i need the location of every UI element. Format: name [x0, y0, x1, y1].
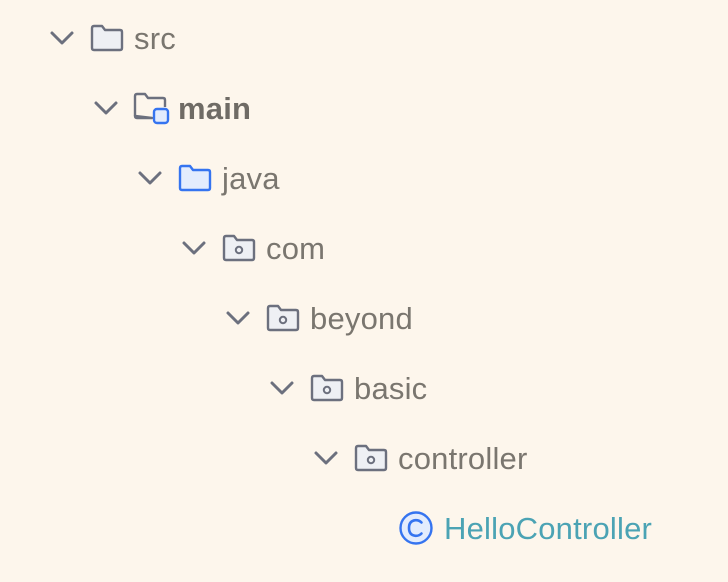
tree-node-basic[interactable]: basic: [0, 366, 427, 410]
chevron-down-icon[interactable]: [92, 94, 120, 122]
chevron-down-icon[interactable]: [136, 164, 164, 192]
tree-node-label: controller: [398, 440, 528, 476]
chevron-down-icon[interactable]: [180, 234, 208, 262]
tree-node-src[interactable]: src: [0, 16, 176, 60]
chevron-down-icon[interactable]: [224, 304, 252, 332]
tree-node-label: com: [266, 230, 326, 266]
tree-node-com[interactable]: com: [0, 226, 325, 270]
package-folder-icon: [264, 301, 302, 335]
package-folder-icon: [352, 441, 390, 475]
tree-node-main[interactable]: main: [0, 86, 251, 130]
tree-node-label: HelloController: [444, 510, 653, 546]
package-folder-icon: [220, 231, 258, 265]
module-folder-icon: [132, 91, 170, 125]
partial-folder-icon: [356, 576, 370, 582]
tree-node-label: src: [134, 20, 176, 56]
tree-node-java[interactable]: java: [0, 156, 280, 200]
tree-node-label: java: [222, 160, 280, 196]
tree-node-label: beyond: [310, 300, 413, 336]
chevron-down-icon[interactable]: [268, 374, 296, 402]
tree-node-label: main: [178, 90, 252, 126]
package-folder-icon: [308, 371, 346, 405]
chevron-down-icon[interactable]: [312, 444, 340, 472]
tree-node-beyond[interactable]: beyond: [0, 296, 413, 340]
chevron-down-icon[interactable]: [48, 24, 76, 52]
tree-node-label: basic: [354, 370, 428, 406]
folder-icon: [88, 21, 126, 55]
class-icon: [398, 511, 434, 545]
source-root-folder-icon: [176, 161, 214, 195]
tree-node-hellocontroller[interactable]: HelloController: [0, 506, 652, 550]
tree-node-controller[interactable]: controller: [0, 436, 528, 480]
